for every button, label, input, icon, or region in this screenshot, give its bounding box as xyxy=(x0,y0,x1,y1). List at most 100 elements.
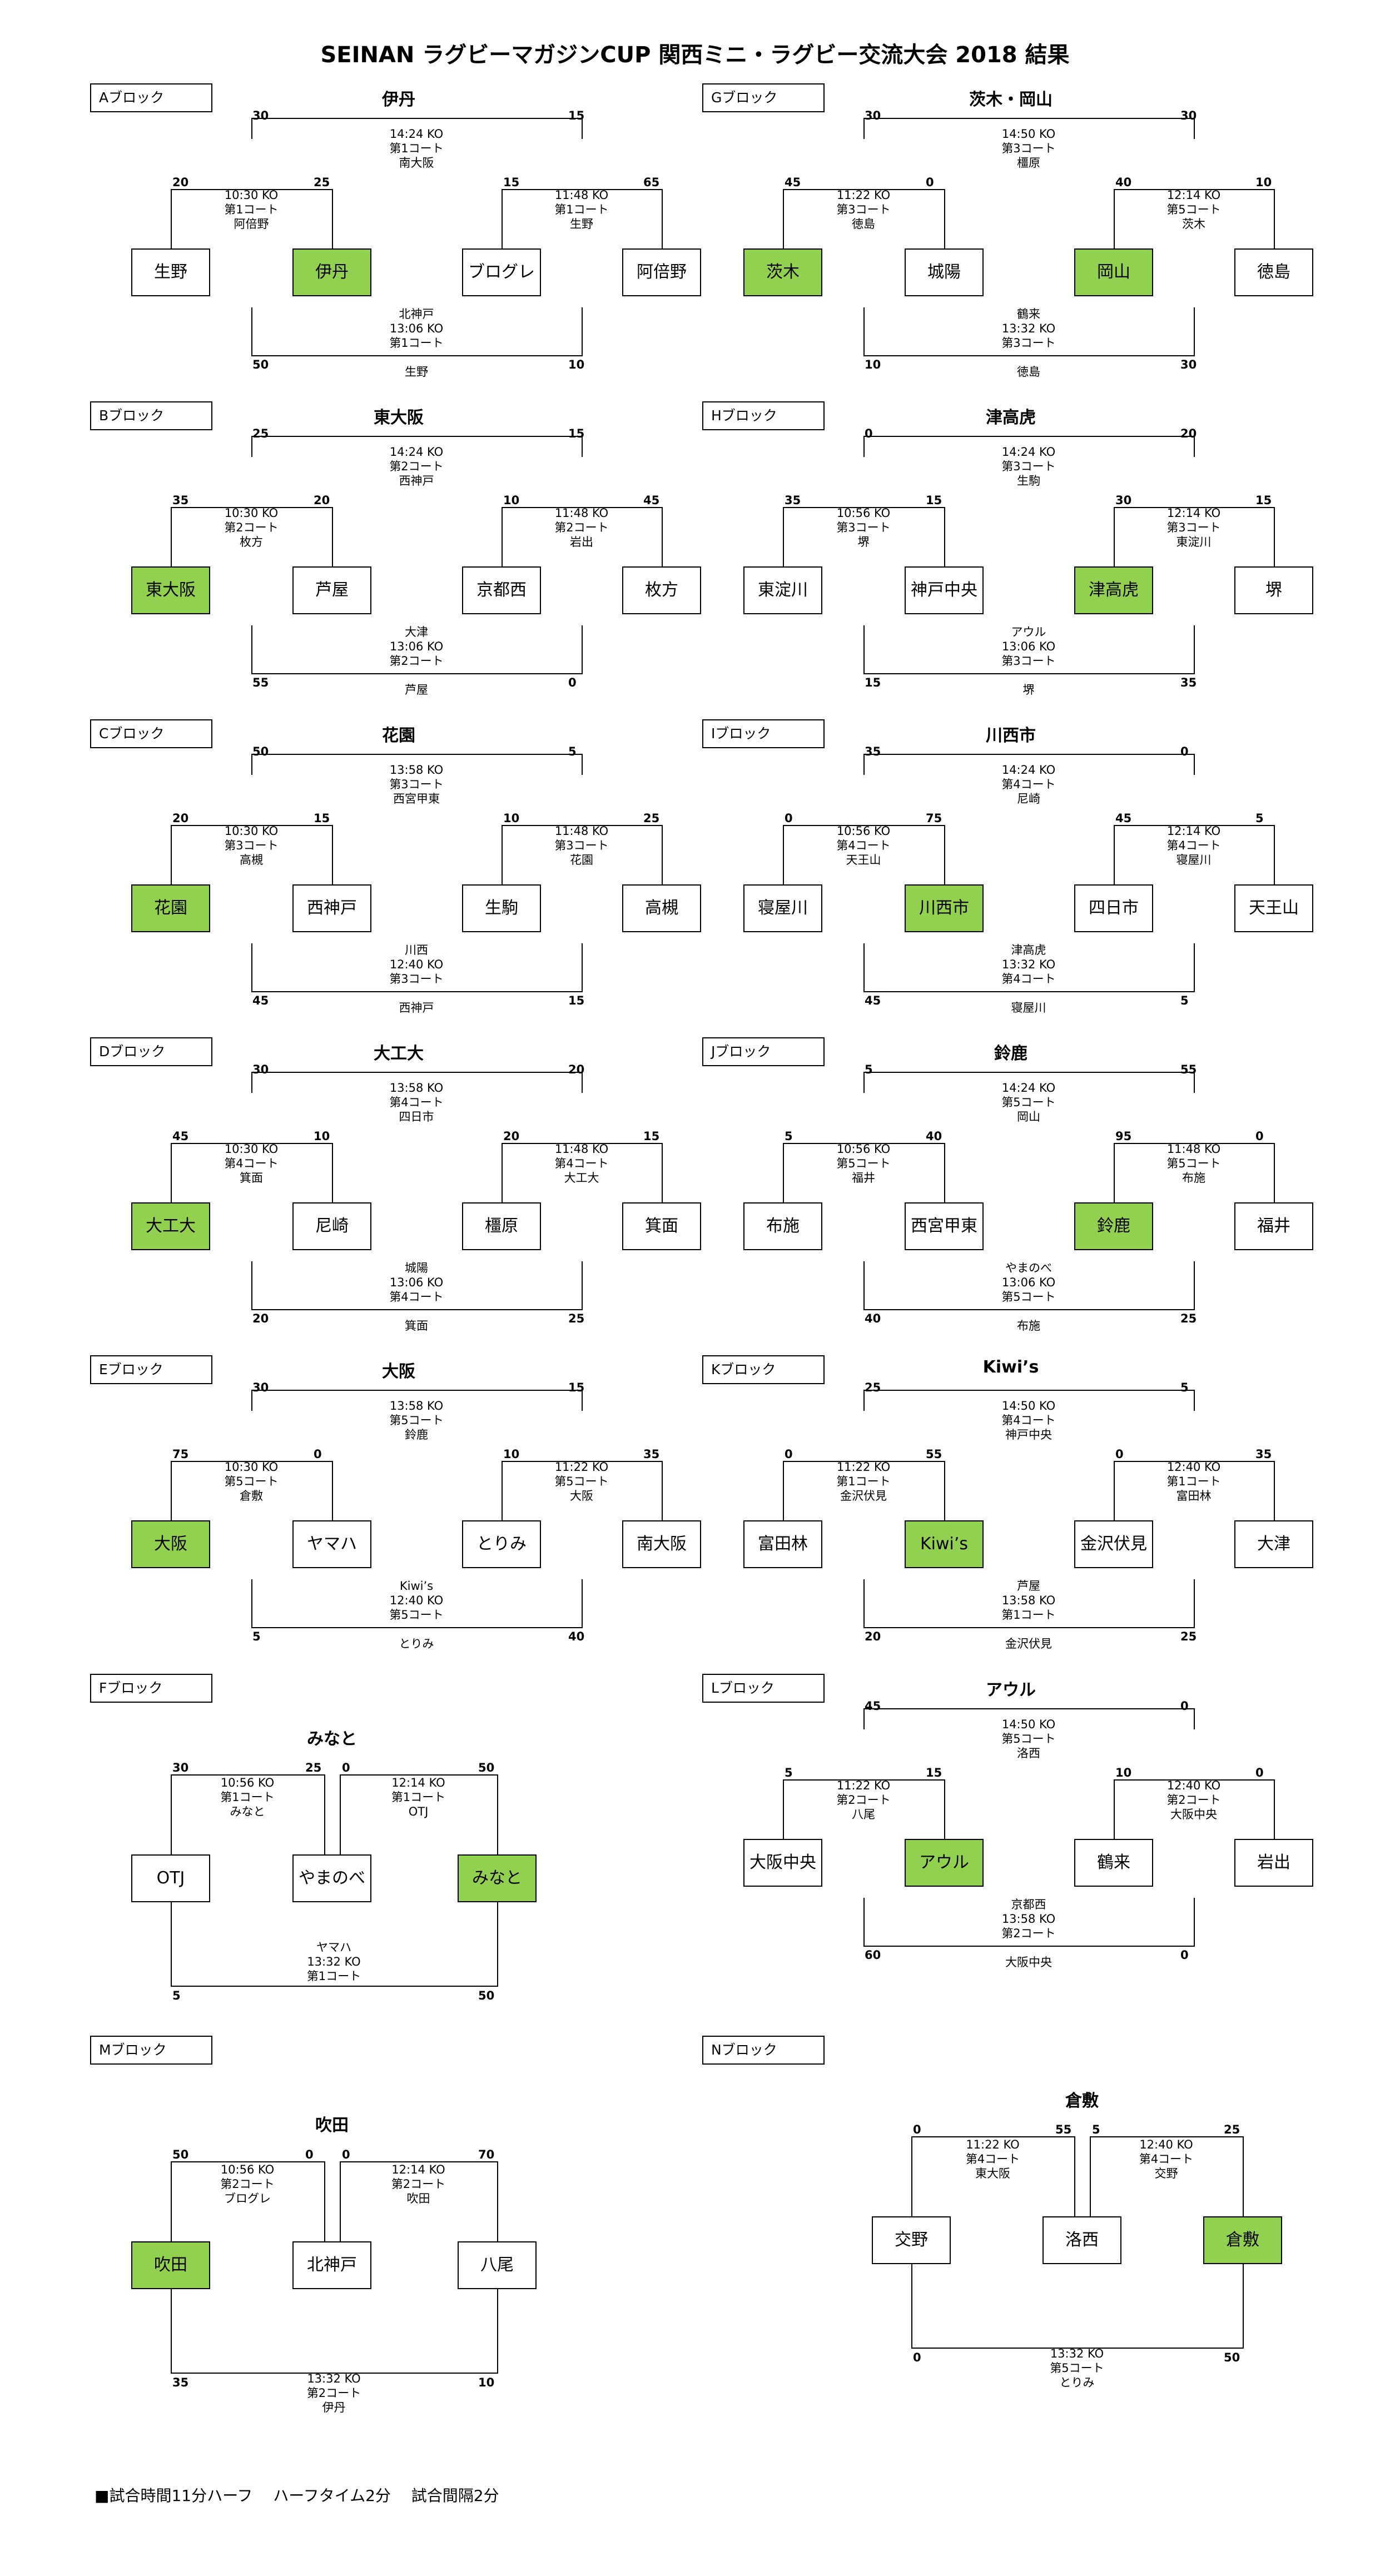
team-box[interactable]: 枚方 xyxy=(622,566,701,614)
bracket-line xyxy=(863,1072,1195,1073)
team-box[interactable]: 天王山 xyxy=(1234,884,1313,932)
semi1-score-left: 45 xyxy=(172,1130,189,1143)
team-box[interactable]: 阿倍野 xyxy=(622,248,701,296)
semi1-score-left: 5 xyxy=(785,1766,793,1779)
team-box[interactable]: 伊丹 xyxy=(292,248,371,296)
team-box[interactable]: 生駒 xyxy=(462,884,541,932)
team-box[interactable]: やまのべ xyxy=(292,1854,371,1902)
match-info-line: 12:14 KO xyxy=(1166,188,1221,202)
bracket-line xyxy=(911,2136,912,2216)
team-box[interactable]: 堺 xyxy=(1234,566,1313,614)
team-box[interactable]: 京都西 xyxy=(462,566,541,614)
team-box[interactable]: 大津 xyxy=(1234,1520,1313,1568)
team-box[interactable]: ヤマハ xyxy=(292,1520,371,1568)
bracket-line xyxy=(1194,943,1195,991)
team-box[interactable]: 鶴来 xyxy=(1074,1839,1153,1887)
bracket-line xyxy=(1274,1461,1275,1520)
match-info-line: 10:56 KO xyxy=(836,506,891,520)
team-box[interactable]: 岡山 xyxy=(1074,248,1153,296)
team-box[interactable]: 富田林 xyxy=(743,1520,822,1568)
third-score-right: 10 xyxy=(568,358,585,371)
block-winner-title: 東大阪 xyxy=(374,408,424,427)
match-info-line: 交野 xyxy=(1154,2167,1178,2180)
block-winner-title: 大工大 xyxy=(374,1044,424,1063)
bracket-line xyxy=(251,1627,583,1628)
team-box[interactable]: 布施 xyxy=(743,1202,822,1250)
team-box[interactable]: 西宮甲東 xyxy=(905,1202,984,1250)
team-box[interactable]: 高槻 xyxy=(622,884,701,932)
semi1-score-right: 75 xyxy=(926,812,942,825)
final-score-left: 30 xyxy=(865,109,881,122)
team-box[interactable]: 倉敷 xyxy=(1203,2216,1282,2264)
match-info-line: 第1コート xyxy=(836,1475,891,1488)
team-box[interactable]: 徳島 xyxy=(1234,248,1313,296)
team-box[interactable]: 南大阪 xyxy=(622,1520,701,1568)
match-info-line: ヤマハ xyxy=(316,1941,351,1954)
semi1-score-left: 45 xyxy=(785,176,801,189)
team-box[interactable]: OTJ xyxy=(131,1854,210,1902)
semi1-score-left: 20 xyxy=(172,812,189,825)
team-box[interactable]: 大工大 xyxy=(131,1202,210,1250)
match-info-line: 13:32 KO xyxy=(1001,322,1056,335)
team-box[interactable]: 花園 xyxy=(131,884,210,932)
bracket-line xyxy=(251,943,252,991)
team-box[interactable]: 八尾 xyxy=(458,2241,537,2289)
match-info-line: 徳島 xyxy=(852,217,875,231)
team-box[interactable]: 吹田 xyxy=(131,2241,210,2289)
match-info-line: 第2コート xyxy=(220,2177,275,2191)
match-info-line: 天王山 xyxy=(846,853,881,867)
team-box[interactable]: 四日市 xyxy=(1074,884,1153,932)
team-box[interactable]: 箕面 xyxy=(622,1202,701,1250)
team-box[interactable]: 生野 xyxy=(131,248,210,296)
team-box[interactable]: ブログレ xyxy=(462,248,541,296)
match-info-line: 12:40 KO xyxy=(1139,2138,1193,2151)
match-info-line: 第2コート xyxy=(836,1793,891,1807)
team-box[interactable]: 岩出 xyxy=(1234,1839,1313,1887)
team-box[interactable]: 神戸中央 xyxy=(905,566,984,614)
team-box[interactable]: 津高虎 xyxy=(1074,566,1153,614)
bracket-line xyxy=(171,1774,325,1776)
match-info-line xyxy=(956,350,1101,365)
final-score-right: 0 xyxy=(1180,745,1189,758)
team-box[interactable]: 洛西 xyxy=(1042,2216,1121,2264)
team-box[interactable]: 福井 xyxy=(1234,1202,1313,1250)
team-box[interactable]: 東大阪 xyxy=(131,566,210,614)
match-info-line: 津高虎 xyxy=(1011,943,1046,957)
third-score-left: 45 xyxy=(252,994,269,1007)
team-box[interactable]: 交野 xyxy=(872,2216,951,2264)
final-score-left: 30 xyxy=(252,1063,269,1076)
team-box[interactable]: Kiwi’s xyxy=(905,1520,984,1568)
team-box[interactable]: 北神戸 xyxy=(292,2241,371,2289)
team-box[interactable]: 茨木 xyxy=(743,248,822,296)
final-score-left: 45 xyxy=(865,1699,881,1713)
team-box[interactable]: 川西市 xyxy=(905,884,984,932)
team-box[interactable]: みなと xyxy=(458,1854,537,1902)
bracket-line xyxy=(502,1143,663,1144)
team-box[interactable]: 大阪 xyxy=(131,1520,210,1568)
team-box[interactable]: 城陽 xyxy=(905,248,984,296)
team-box[interactable]: 東淀川 xyxy=(743,566,822,614)
team-box[interactable]: 大阪中央 xyxy=(743,1839,822,1887)
team-box[interactable]: 尼崎 xyxy=(292,1202,371,1250)
team-box[interactable]: 鈴鹿 xyxy=(1074,1202,1153,1250)
team-box[interactable]: 金沢伏見 xyxy=(1074,1520,1153,1568)
bracket-line xyxy=(911,2264,912,2348)
match-info-line: 第2コート xyxy=(389,460,444,473)
match-info-line: 10:30 KO xyxy=(224,1460,279,1474)
bracket-line xyxy=(502,1461,663,1462)
match-info-line: 四日市 xyxy=(399,1110,434,1123)
match2-score-left: 5 xyxy=(1092,2123,1100,2136)
team-box[interactable]: 橿原 xyxy=(462,1202,541,1250)
match-info-line xyxy=(344,1304,489,1319)
team-box[interactable]: 芦屋 xyxy=(292,566,371,614)
team-box[interactable]: 寝屋川 xyxy=(743,884,822,932)
team-box[interactable]: とりみ xyxy=(462,1520,541,1568)
bracket-line xyxy=(171,1986,498,1987)
match2-score-right: 70 xyxy=(478,2148,495,2161)
team-box[interactable]: アウル xyxy=(905,1839,984,1887)
match-info-line xyxy=(344,986,489,1001)
team-box[interactable]: 西神戸 xyxy=(292,884,371,932)
